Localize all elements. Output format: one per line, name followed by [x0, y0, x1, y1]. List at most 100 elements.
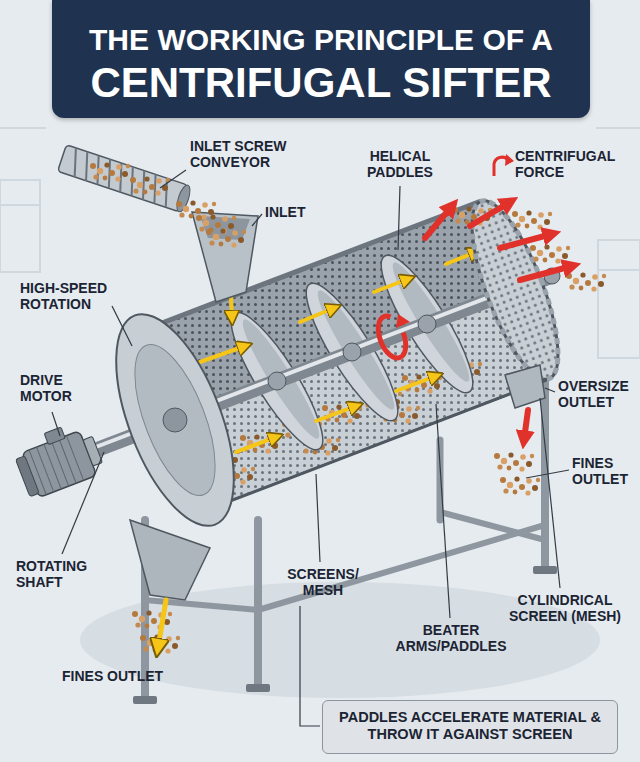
part-label: CYLINDRICAL SCREEN (MESH): [506, 592, 624, 624]
part-label: BEATER ARMS/PADDLES: [392, 622, 510, 654]
material-flow-arrows: [300, 308, 334, 322]
part-label: HELICAL PADDLES: [358, 148, 442, 180]
part-label: INLET: [265, 204, 305, 220]
material-grains: [90, 162, 130, 181]
leader-lines: [436, 404, 450, 618]
leader-lines: [252, 214, 262, 226]
part-label: FINES OUTLET: [572, 455, 634, 487]
left-end-plate: [130, 520, 210, 600]
centrifugal-arrows: [500, 234, 552, 248]
material-grains: [500, 476, 540, 495]
helical-paddles: [368, 246, 487, 403]
helical-paddles: [235, 314, 328, 444]
leader-lines: [160, 170, 186, 188]
material-grains: [512, 210, 552, 229]
inlet-hopper: [192, 212, 258, 302]
leader-lines: [112, 306, 132, 346]
material-grains: [206, 228, 246, 247]
centrifugal-arrows: [425, 202, 572, 440]
material-grains: [566, 272, 606, 291]
part-label: CENTRIFUGAL FORCE: [515, 148, 627, 180]
material-grains: [90, 162, 606, 653]
drive-motor: [37, 447, 54, 492]
centrifugal-arrows: [470, 202, 510, 226]
part-label: HIGH-SPEED ROTATION: [20, 280, 124, 312]
centrifugal-icon: [505, 154, 514, 166]
left-end-plate: [92, 299, 258, 541]
part-label: DRIVE MOTOR: [20, 372, 82, 404]
support-frame: [246, 684, 270, 692]
support-frame: [440, 512, 545, 540]
right-end-cap: [455, 191, 575, 388]
leader-lines: [545, 388, 555, 392]
support-frame: [145, 600, 258, 610]
part-label: FINES OUTLET: [62, 668, 163, 684]
part-label: SCREENS/ MESH: [284, 566, 362, 598]
helical-paddles: [385, 257, 478, 387]
left-end-plate: [92, 299, 258, 600]
material-grains: [130, 176, 170, 195]
right-end-cap: [455, 191, 575, 388]
left-end-plate: [118, 335, 231, 506]
label-holder: ROTATING SHAFT: [16, 558, 100, 590]
factory-background: [0, 180, 40, 272]
material-grains: [494, 452, 534, 471]
inlet-screw-conveyor: [58, 145, 188, 212]
centrifugal-arrows: [425, 206, 452, 238]
label-holder: FINES OUTLET: [62, 668, 163, 684]
support-frame: [254, 520, 262, 686]
part-label: INLET SCREW CONVEYOR: [190, 138, 302, 170]
note-text: PADDLES ACCELERATE MATERIAL & THROW IT A…: [323, 709, 617, 744]
label-holder: BEATER ARMS/PADDLES: [392, 622, 510, 654]
label-holder: CENTRIFUGAL FORCE: [515, 148, 627, 180]
drive-motor: [59, 438, 76, 483]
drive-motor: [51, 441, 68, 486]
label-holder: CYLINDRICAL SCREEN (MESH): [506, 592, 624, 624]
inlet-hopper: [192, 212, 258, 302]
rotation-arrow: [396, 314, 410, 328]
drive-motor: [16, 456, 40, 497]
material-grains: [530, 244, 570, 263]
fines-arrow: [158, 600, 166, 648]
support-frame: [133, 696, 157, 704]
factory-background: [0, 204, 40, 206]
label-holder: FINES OUTLET: [572, 455, 634, 487]
rotation-arrow: [373, 312, 411, 362]
factory-background: [0, 128, 640, 698]
label-holder: INLET SCREW CONVEYOR: [190, 138, 302, 170]
oversize-chute: [505, 365, 545, 408]
part-label: OVERSIZE OUTLET: [558, 378, 636, 410]
label-holder: OVERSIZE OUTLET: [558, 378, 636, 410]
rotating-shaft: [418, 315, 436, 333]
material-grains: [176, 200, 216, 219]
inlet-screw-conveyor: [58, 145, 193, 214]
leader-lines: [62, 452, 104, 554]
label-holder: DRIVE MOTOR: [20, 372, 82, 404]
leader-lines: [398, 186, 400, 250]
support-frame: [533, 566, 557, 574]
label-holder: INLET: [265, 204, 305, 220]
leader-lines: [52, 170, 569, 726]
material-flow-arrows: [200, 346, 245, 362]
label-holder: SCREENS/ MESH: [284, 566, 362, 598]
support-frame: [258, 525, 545, 610]
rotating-shaft: [268, 372, 286, 390]
material-flow-arrows: [374, 279, 408, 292]
leader-lines: [300, 606, 320, 726]
inlet-screw-conveyor: [67, 148, 175, 207]
drive-motor: [44, 427, 65, 445]
rotation-arrow: [373, 312, 411, 362]
label-holder: HELICAL PADDLES: [358, 148, 442, 180]
leader-lines: [52, 412, 60, 436]
material-flow-arrows: [396, 376, 436, 391]
note-box: PADDLES ACCELERATE MATERIAL & THROW IT A…: [322, 700, 618, 754]
centrifugal-arrows: [524, 410, 528, 440]
leader-lines: [540, 398, 560, 588]
fines-arrow: [158, 600, 166, 648]
material-flow-arrows: [446, 252, 476, 264]
oversize-chute: [505, 365, 545, 408]
label-holder: HIGH-SPEED ROTATION: [20, 280, 124, 312]
centrifugal-icon: [494, 154, 514, 176]
factory-background: [596, 127, 640, 129]
